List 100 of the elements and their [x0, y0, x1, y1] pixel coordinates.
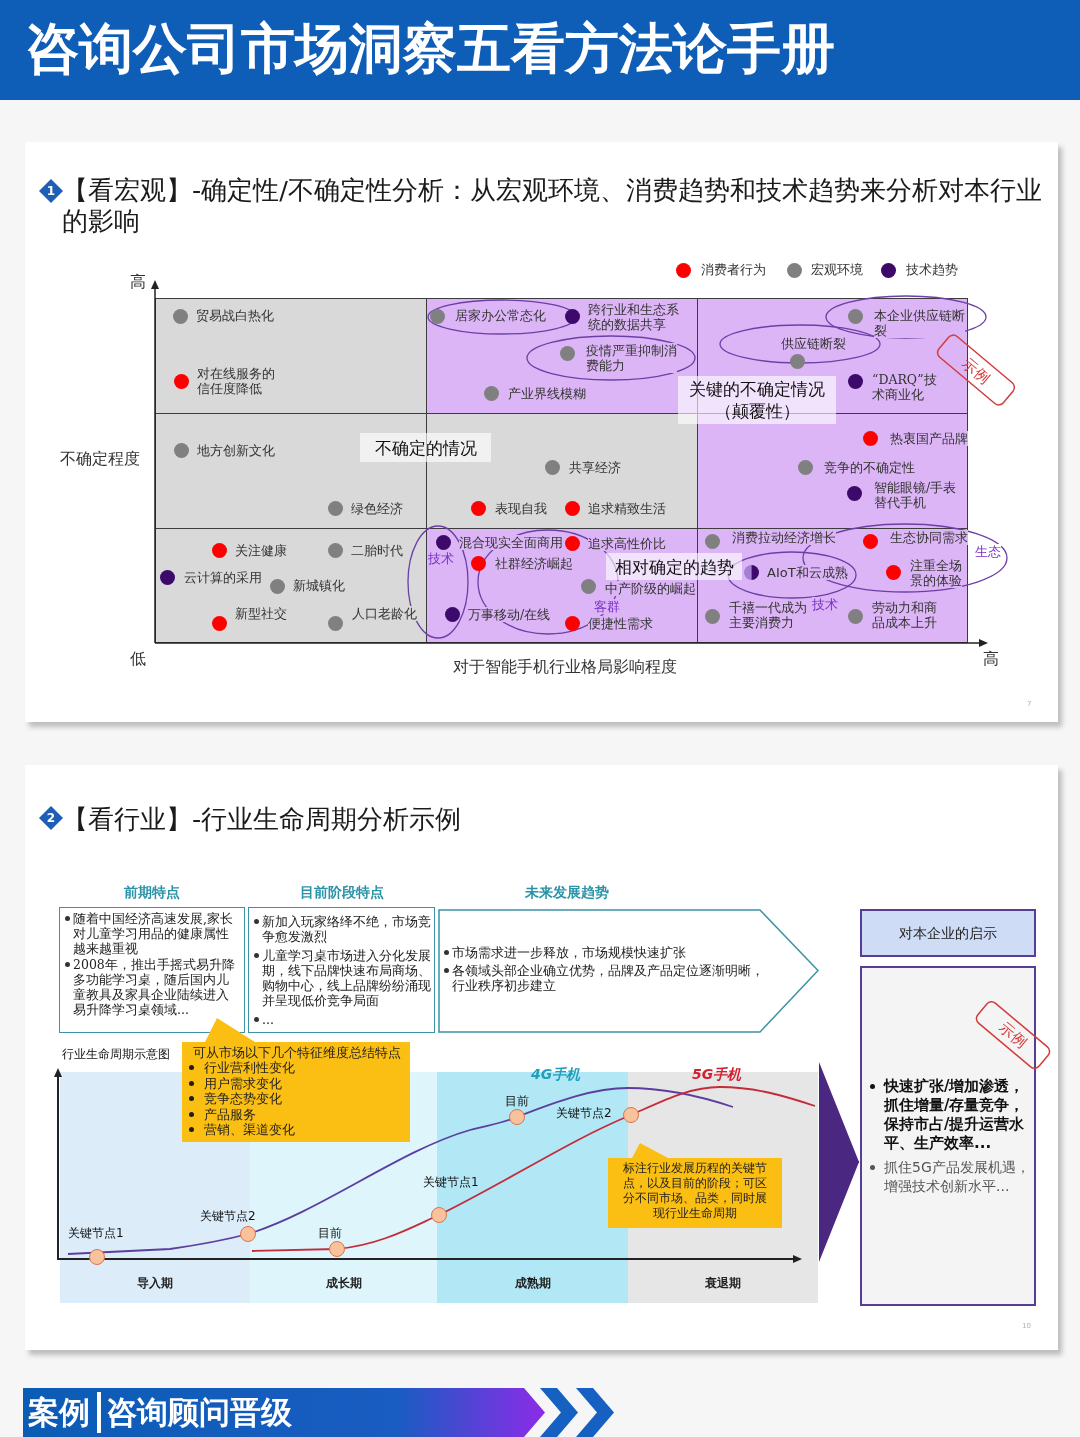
- item-label: 生态协同需求: [890, 530, 968, 545]
- item-label: 本企业供应链断裂: [874, 308, 965, 338]
- marker-label: 关键节点2: [556, 1106, 612, 1120]
- item-label: 地方创新文化: [197, 443, 275, 458]
- item-label: “DARQ”技术商业化: [872, 372, 937, 402]
- item-label: 绿色经济: [351, 501, 403, 516]
- item-label: 注重全场景的体验: [910, 558, 962, 588]
- group-label: 技术: [428, 551, 454, 566]
- number-badge: 1: [39, 179, 63, 203]
- bullet-text: 竞争态势变化: [204, 1091, 282, 1106]
- quadrant-label: 相对确定的趋势: [606, 553, 742, 580]
- item-label: 跨行业和生态系统的数据共享: [588, 302, 679, 332]
- bullet-text: 儿童学习桌市场进入分化发展期，线下品牌快速布局商场、购物中心，线上品牌纷纷涌现并呈现低价竞争局面: [262, 948, 431, 1008]
- item-label: 社群经济崛起: [495, 556, 573, 571]
- axis-label: 不确定程度: [60, 449, 140, 469]
- group-label: 客群: [594, 599, 620, 614]
- bullet-text: ...: [262, 1012, 275, 1027]
- quadrant-label: 不确定的情况: [360, 433, 491, 462]
- phase-label: 导入期: [136, 1276, 174, 1291]
- matrix-cell: [426, 413, 698, 529]
- number-badge: 2: [39, 806, 63, 830]
- item-label: 新城镇化: [293, 578, 345, 593]
- item-label: 竞争的不确定性: [824, 460, 915, 475]
- phase-label: 成熟期: [513, 1276, 552, 1291]
- item-label: 云计算的采用: [184, 570, 262, 585]
- bullet-text: 营销、渠道变化: [204, 1122, 295, 1137]
- title-bar: 咨询公司市场洞察五看方法论手册: [0, 0, 1080, 100]
- legend-label: 消费者行为: [701, 262, 766, 278]
- item-label: 劳动力和商品成本上升: [872, 600, 937, 630]
- item-label: 贸易战白热化: [196, 308, 274, 323]
- bullet-text: 随着中国经济高速发展,家长对儿童学习用品的健康属性越来越重视: [73, 911, 234, 956]
- item-label: 疫情严重抑制消费能力: [586, 343, 677, 373]
- item-label: 共享经济: [569, 460, 621, 475]
- banner-label: 咨询顾问晋级: [106, 1393, 292, 1432]
- banner-label: 案例: [28, 1393, 90, 1432]
- marker-icon: [89, 1249, 105, 1265]
- item-label: 产业界线模糊: [508, 386, 586, 401]
- item-label: 二胎时代: [351, 543, 403, 558]
- series-label: 4G手机: [531, 1066, 581, 1083]
- item-label: 千禧一代成为主要消费力: [729, 600, 807, 630]
- matrix-cell: [155, 298, 427, 414]
- matrix-cell: [426, 528, 698, 643]
- column-heading: 目前阶段特点: [298, 883, 385, 901]
- callout-text: 标注行业发展历程的关键节点，以及目前的阶段；可区分不同市场、品类，同时展现行业生命周期: [622, 1161, 768, 1221]
- marker-label: 关键节点1: [423, 1175, 479, 1189]
- item-label: 居家办公常态化: [455, 308, 546, 323]
- item-label: 万事移动/在线: [468, 607, 551, 622]
- sample-stamp: 示例: [935, 333, 1017, 408]
- text-box: [860, 966, 1036, 1306]
- footer-banner: [23, 1388, 545, 1437]
- column-heading: 未来发展趋势: [524, 883, 610, 901]
- axis-label: 高: [130, 272, 146, 292]
- item-label: 关注健康: [235, 543, 287, 558]
- callout-text: 可从市场以下几个特征维度总结特点: [193, 1045, 401, 1060]
- item-label: 混合现实全面商用: [459, 535, 563, 550]
- marker-label: 关键节点2: [200, 1209, 256, 1223]
- matrix-cell: [697, 528, 968, 643]
- marker-label: 目前: [505, 1094, 529, 1108]
- item-label: 热衷国产品牌: [890, 431, 968, 446]
- sample-stamp: 示例: [974, 999, 1052, 1070]
- chart-title: 行业生命周期示意图: [62, 1047, 170, 1062]
- bullet-text: 产品服务: [204, 1106, 256, 1122]
- item-label: AIoT和云成熟: [767, 565, 848, 580]
- item-label: 追求高性价比: [588, 536, 666, 551]
- quadrant-label: 关键的不确定情况（颠覆性）: [678, 376, 836, 424]
- bullet-text: 行业营利性变化: [204, 1060, 295, 1075]
- marker-icon: [329, 1241, 345, 1257]
- axis-label: 低: [130, 649, 146, 669]
- bullet-text: 新加入玩家络绎不绝，市场竞争愈发激烈: [262, 914, 431, 944]
- axis-label: 对于智能手机行业格局影响程度: [453, 657, 677, 677]
- header-box: 对本企业的启示: [860, 909, 1036, 957]
- item-label: 供应链断裂: [781, 336, 846, 351]
- panel-heading: 【看行业】-行业生命周期分析示例: [62, 804, 463, 835]
- panel-card: [25, 142, 1058, 722]
- matrix-cell: [155, 413, 427, 529]
- item-label: 追求精致生活: [588, 501, 666, 516]
- item-label: 对在线服务的信任度降低: [197, 366, 275, 396]
- item-label: 便捷性需求: [588, 616, 653, 631]
- phase-label: 成长期: [324, 1276, 363, 1291]
- legend-label: 宏观环境: [811, 262, 863, 278]
- group-label: 生态: [975, 544, 1001, 559]
- bullet-text: 抓住5G产品发展机遇，增强技术创新水平...: [884, 1158, 1030, 1196]
- legend-label: 技术趋势: [906, 262, 958, 278]
- chevron-arrow: [818, 1062, 860, 1262]
- item-label: 中产阶级的崛起: [605, 581, 696, 596]
- column-heading: 前期特点: [123, 883, 181, 901]
- marker-label: 关键节点1: [68, 1226, 124, 1240]
- callout-tooltip: [608, 1143, 783, 1229]
- phase-label: 衰退期: [704, 1276, 742, 1291]
- item-label: 人口老龄化: [352, 606, 417, 621]
- item-label: 表现自我: [495, 501, 547, 516]
- panel-card: [25, 765, 1058, 1350]
- item-label: 新型社交: [235, 606, 287, 621]
- axis-label: 高: [983, 649, 999, 669]
- bullet-text: 快速扩张/增加渗透，抓住增量/存量竞争，保持市占/提升运营水平、生产效率...: [884, 1077, 1026, 1153]
- matrix-cell: [155, 528, 427, 643]
- bullet-text: 各领域头部企业确立优势，品牌及产品定位逐渐明晰，行业秩序初步建立: [452, 963, 765, 993]
- bullet-text: 2008年，推出手摇式易升降多功能学习桌，随后国内儿童教具及家具企业陆续进入易升降学习桌领域...: [73, 957, 236, 1017]
- marker-icon: [509, 1109, 525, 1125]
- series-label: 5G手机: [692, 1066, 742, 1083]
